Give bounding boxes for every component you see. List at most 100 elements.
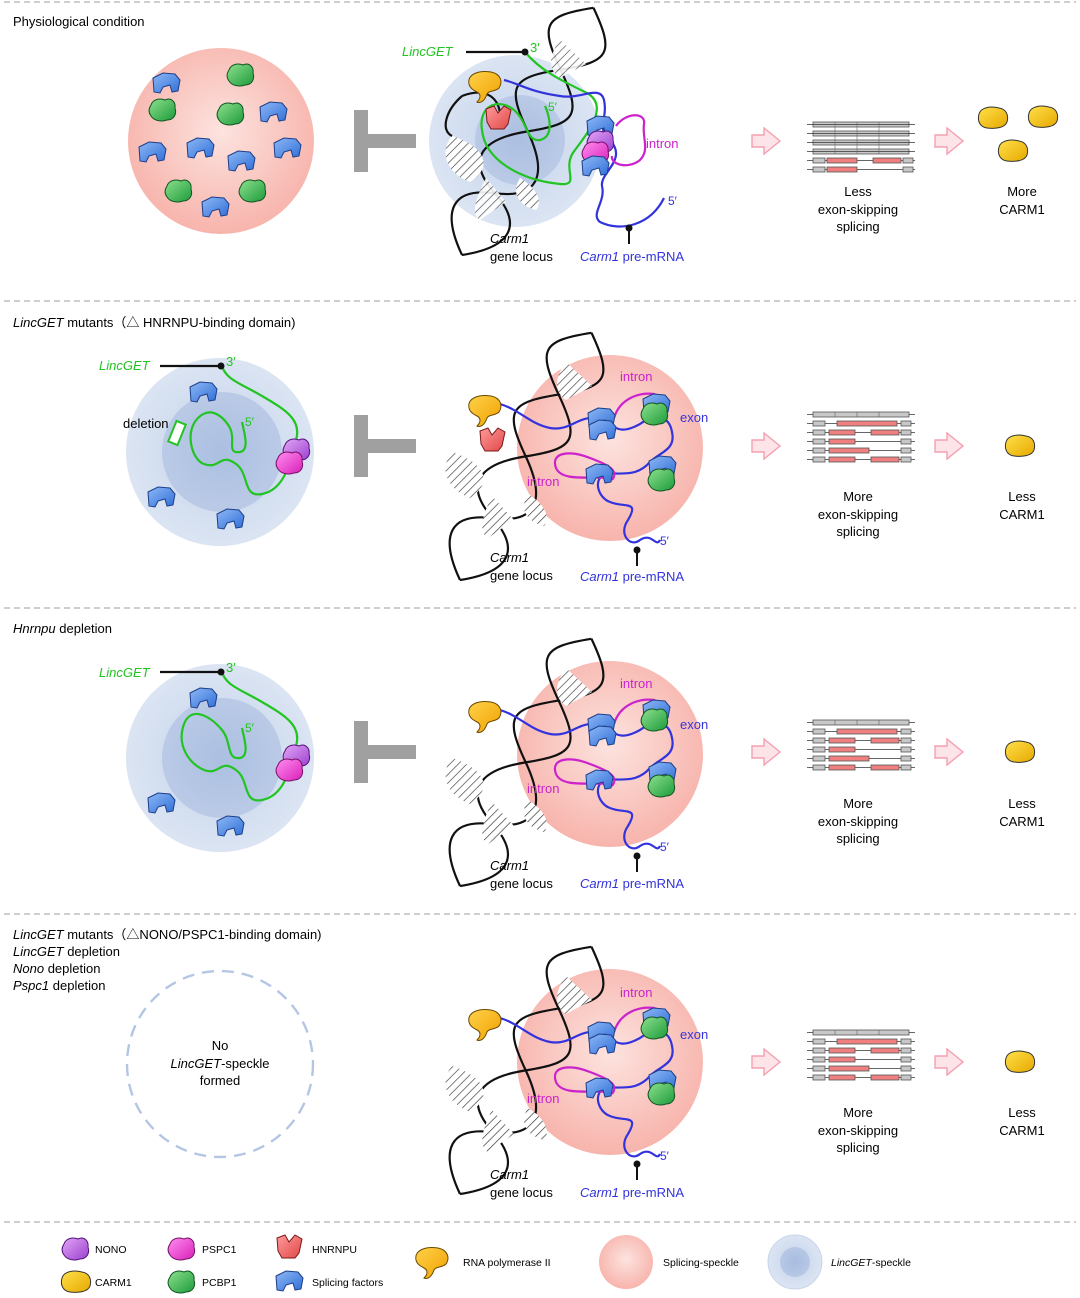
arrow-to-splicing [751,738,781,766]
premrna-label: Carm1 pre-mRNA [580,249,684,264]
arrow-to-splicing [751,432,781,460]
arrow-to-carm1 [934,738,964,766]
svg-text:CARM1: CARM1 [999,507,1045,522]
svg-text:exon-skipping: exon-skipping [818,202,898,217]
legend: NONO PSPC1 HNRNPU CARM1 PCBP1 Splicing f… [60,1234,911,1294]
intron-label-top: intron [620,676,653,691]
carm1-protein [1004,1050,1036,1073]
svg-text:NONO: NONO [95,1244,127,1256]
lincget-rna: LincGET 3′ 5′ [402,40,598,186]
svg-text:exon-skipping: exon-skipping [818,1123,898,1138]
svg-text:Less: Less [1008,796,1036,811]
inhibition-bar [354,721,416,783]
panel-hnrnpu-domain-mutant: LincGET mutants（△ HNRNPU-binding domain)… [13,315,1045,596]
svg-text:splicing: splicing [836,1140,879,1155]
panel-subheading: Nono depletion [13,961,100,976]
svg-text:CARM1: CARM1 [999,202,1045,217]
three-prime-label: 3′ [530,40,540,55]
panel-separators [4,1,1076,1223]
lincget-rna: LincGET 3′ 5′ [99,660,299,802]
svg-text:RNA polymerase II: RNA polymerase II [463,1257,551,1269]
legend-carm1: CARM1 [60,1270,132,1293]
splicing-speckle-icon [599,1235,653,1289]
splicing-outcome: Less exon-skipping splicing [818,184,898,234]
carm1-locus-label: Carm1 [490,231,529,246]
arrow-to-carm1 [934,127,964,155]
absent-lincget-speckle [125,969,315,1159]
lincget-rna-mutant: LincGET 3′ 5′ deletion [99,354,299,496]
five-prime-label: 5′ [548,100,558,114]
inhibition-bar [354,415,416,477]
carm1-icon [60,1270,92,1293]
arrow-to-splicing [751,127,781,155]
exon-label: exon [680,717,708,732]
arrow-to-splicing [751,1048,781,1076]
splicing-factor-icon [275,1270,304,1292]
panel-subheading: Pspc1 depletion [13,978,106,993]
svg-text:splicing: splicing [836,831,879,846]
svg-text:PSPC1: PSPC1 [202,1244,237,1256]
five-prime-label: 5′ [245,415,255,429]
legend-lincget-speckle: LincGET-speckle [767,1234,911,1290]
intron-label-bottom: intron [527,781,560,796]
nono-icon [61,1237,90,1261]
intron-label-top: intron [620,985,653,1000]
intron-label-bottom: intron [527,474,560,489]
svg-text:exon-skipping: exon-skipping [818,507,898,522]
svg-text:More: More [843,796,873,811]
panel-heading: Physiological condition [13,14,145,29]
deletion-box [166,419,188,447]
carm1-locus-label: Carm1 [490,1167,529,1182]
svg-text:exon-skipping: exon-skipping [818,814,898,829]
svg-text:HNRNPU: HNRNPU [312,1244,357,1256]
deletion-label: deletion [123,416,169,431]
carm1-pre-mrna: 5′ intron [503,78,679,244]
carm1-proteins [977,105,1059,162]
arrow-to-carm1 [934,1048,964,1076]
premrna-label: Carm1 pre-mRNA [580,569,684,584]
carm1-gene-locus-dna [432,931,620,1210]
panel-heading: LincGET mutants（△ HNRNPU-binding domain) [13,315,296,330]
svg-text:Splicing-speckle: Splicing-speckle [663,1257,739,1269]
svg-text:More: More [843,1105,873,1120]
carm1-gene-locus-dna [432,623,620,902]
carm1-outcome: Less CARM1 [999,796,1045,829]
exon-label: exon [680,410,708,425]
svg-text:More: More [843,489,873,504]
isoform-rows [806,719,916,771]
panel-subheading: LincGET depletion [13,944,120,959]
splicing-outcome: More exon-skipping splicing [818,1105,898,1155]
gene-locus-label: gene locus [490,1185,553,1200]
arrow-to-carm1 [934,432,964,460]
gene-locus-label: gene locus [490,876,553,891]
legend-splicing-speckle: Splicing-speckle [599,1235,739,1289]
three-prime-label: 3′ [226,660,236,675]
premrna-five-prime: 5′ [668,194,678,208]
panel-nono-pspc1-loss: LincGET mutants（△NONO/PSPC1-binding doma… [13,927,1045,1210]
hnrnpu-icon [276,1234,303,1259]
pspc1-icon [167,1237,196,1261]
inhibition-bar [354,110,416,172]
gene-locus-label: gene locus [490,249,553,264]
premrna-five-prime: 5′ [660,534,670,548]
carm1-outcome: More CARM1 [999,184,1045,217]
panel-heading: Hnrnpu depletion [13,621,112,636]
intron-label-top: intron [620,369,653,384]
svg-text:Splicing factors: Splicing factors [312,1277,383,1289]
intron-label-bottom: intron [527,1091,560,1106]
svg-text:No: No [212,1038,229,1053]
splicing-outcome: More exon-skipping splicing [818,489,898,539]
carm1-gene-locus-dna [434,0,622,271]
svg-text:Less: Less [844,184,872,199]
carm1-gene-locus-dna [432,317,620,596]
svg-text:LincGET-speckle: LincGET-speckle [831,1257,911,1269]
svg-text:Less: Less [1008,1105,1036,1120]
three-prime-label: 3′ [226,354,236,369]
splicing-outcome: More exon-skipping splicing [818,796,898,846]
panel-hnrnpu-depletion: Hnrnpu depletion LincGET 3′ 5′ [13,621,1045,902]
svg-text:splicing: splicing [836,524,879,539]
svg-text:formed: formed [200,1073,240,1088]
legend-nono: NONO [61,1237,127,1261]
svg-text:Less: Less [1008,489,1036,504]
